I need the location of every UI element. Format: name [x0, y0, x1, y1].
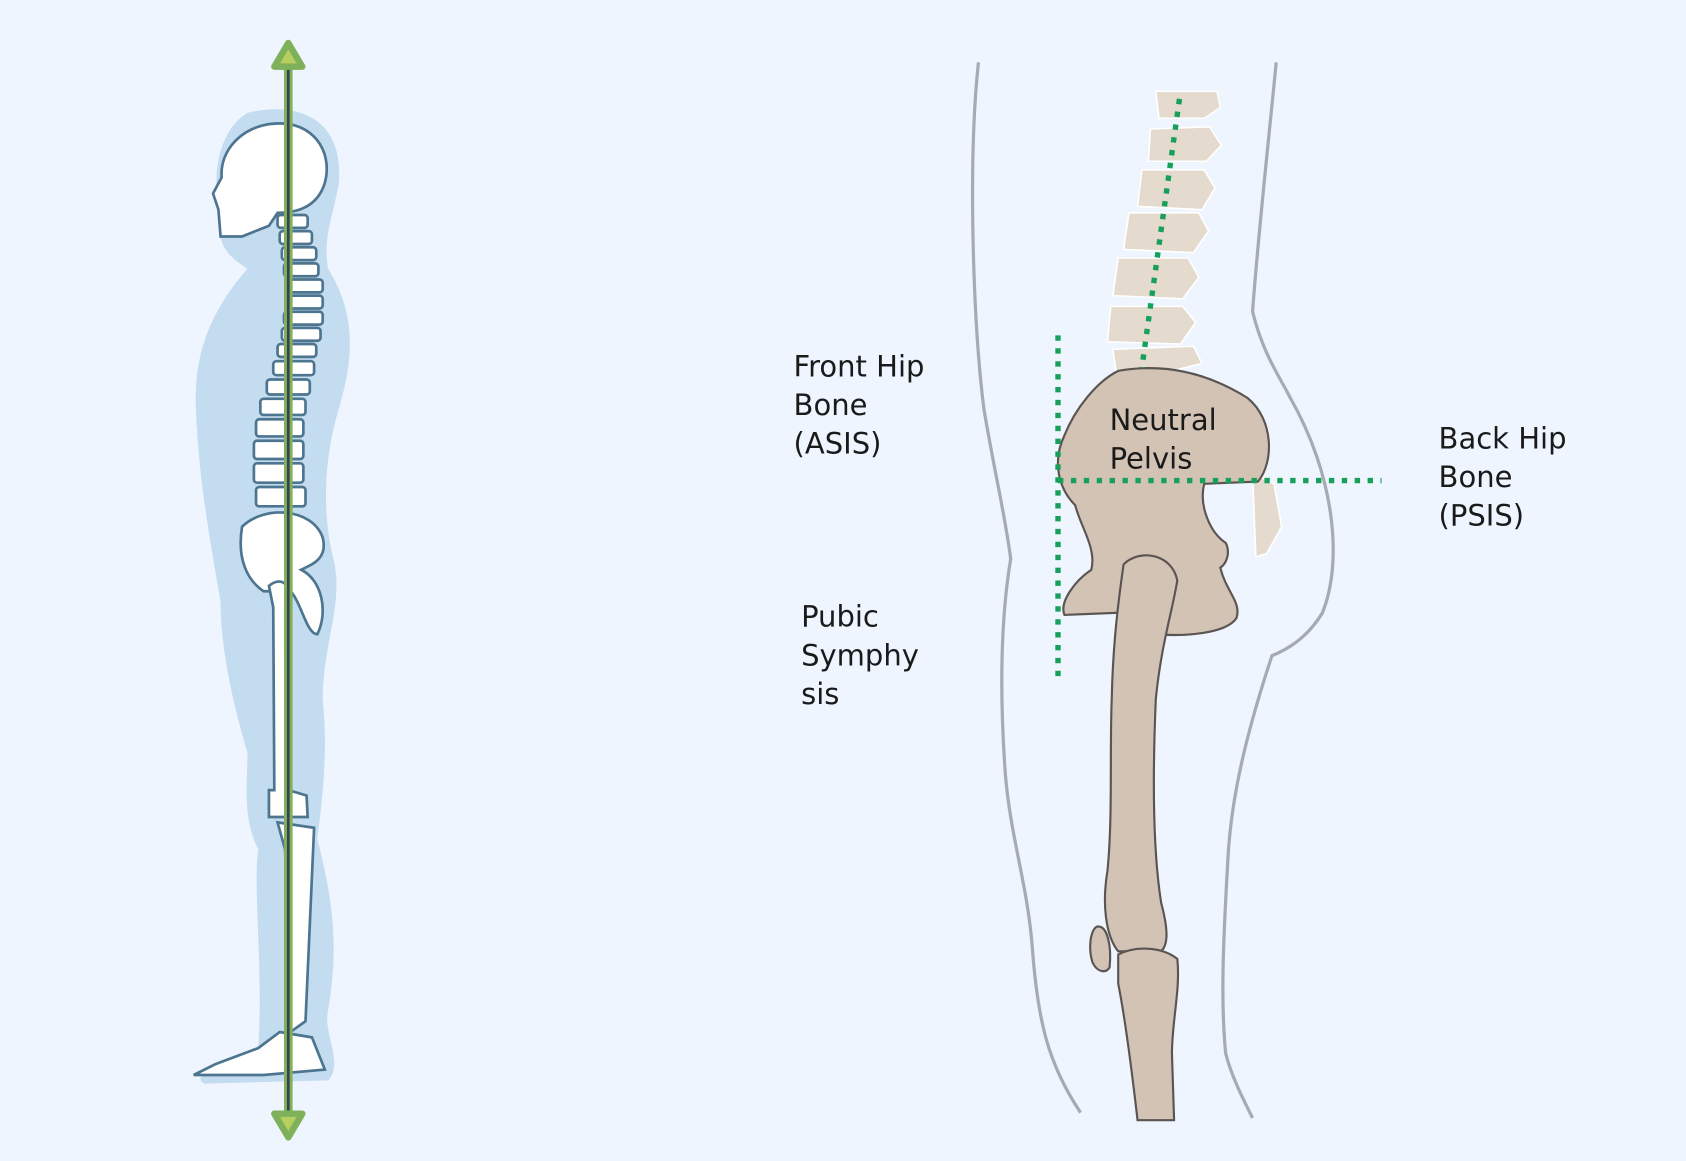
standing-skeleton-figure	[193, 39, 350, 1141]
body-back-outline	[1221, 62, 1335, 1119]
body-front-outline	[970, 62, 1082, 1114]
arrow-up-icon	[271, 39, 306, 70]
femur-bone	[1103, 554, 1179, 953]
pelvis-detail-figure	[970, 62, 1382, 1122]
back-hip-bone-label: Back Hip Bone (PSIS)	[1439, 421, 1576, 532]
pelvis-skeleton	[239, 511, 326, 636]
pelvis-bone	[1056, 367, 1271, 637]
pubic-symphysis-label: Pubic Symphy sis	[801, 600, 928, 711]
arrow-down-icon	[271, 1110, 306, 1141]
front-hip-bone-label: Front Hip Bone (ASIS)	[794, 349, 934, 460]
patella	[1089, 925, 1112, 973]
tibia-bone	[1117, 947, 1180, 1122]
neutral-pelvis-label: Neutral Pelvis	[1110, 403, 1226, 476]
plumb-line	[271, 39, 306, 1141]
alignment-lines	[1055, 98, 1382, 683]
sacrum	[1251, 471, 1283, 558]
lumbar-spine	[1106, 90, 1223, 372]
